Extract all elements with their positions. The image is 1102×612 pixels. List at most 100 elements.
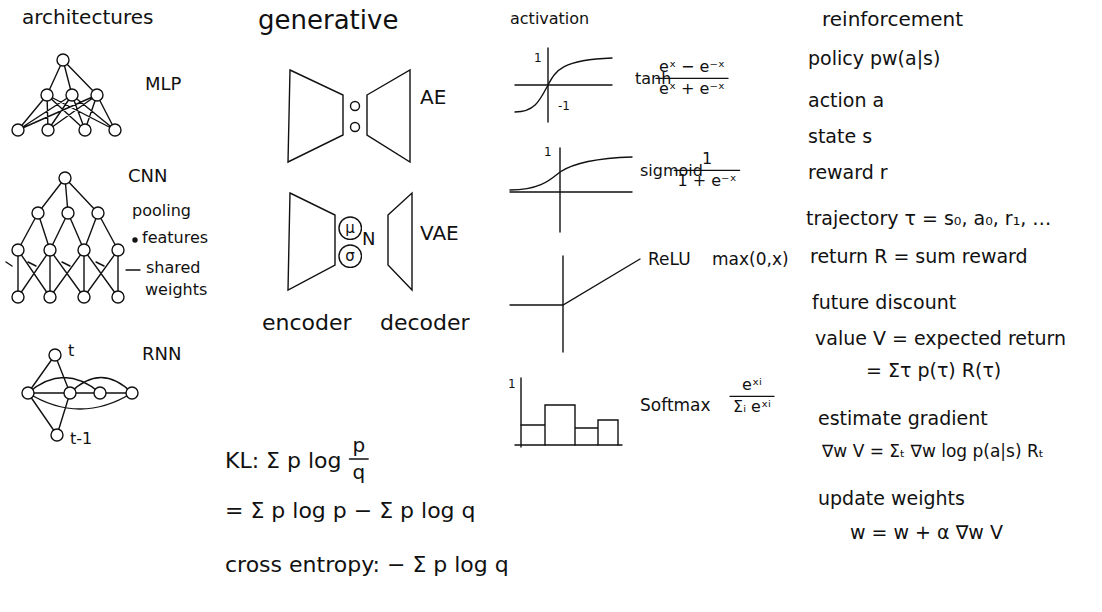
- rnn-graph: [126, 387, 138, 399]
- cnn-graph: [12, 244, 24, 256]
- note-label: estimate gradient: [818, 408, 988, 430]
- fraction-bar: [730, 396, 774, 397]
- fraction-bar: [349, 78, 773, 459]
- cnn-graph: [78, 244, 90, 256]
- note-label: weights: [145, 281, 207, 299]
- mlp-graph: [79, 124, 91, 136]
- note-label: eˣⁱ: [742, 376, 762, 394]
- note-label: eˣ − e⁻ˣ: [659, 58, 725, 76]
- note-label: update weights: [818, 488, 965, 510]
- note-label: VAE: [420, 222, 459, 245]
- note-label: value V = expected return: [815, 328, 1066, 350]
- cnn-graph: [112, 291, 124, 303]
- fraction-bar: [349, 458, 368, 459]
- vae-shape: [288, 193, 412, 290]
- sigmoid-plot: [510, 157, 632, 190]
- sigmoid-plot: [510, 148, 632, 232]
- note-label: trajectory τ = s₀, a₀, r₁, …: [806, 208, 1051, 230]
- rnn-graph: [22, 349, 138, 441]
- mlp-graph: [42, 124, 54, 136]
- note-label: policy pw(a|s): [808, 48, 940, 70]
- note-label: CNN: [128, 166, 168, 187]
- relu-plot: [510, 259, 640, 305]
- autoencoder-shape: [351, 123, 360, 132]
- cnn-graph: [12, 291, 24, 303]
- autoencoder-shape: [367, 70, 410, 162]
- mlp-graph: [18, 60, 115, 130]
- rnn-graph: [22, 349, 138, 441]
- relu-plot: [510, 256, 640, 352]
- cnn-graph: [6, 178, 118, 297]
- note-label: 1: [508, 378, 516, 392]
- mlp-graph: [109, 124, 121, 136]
- note-label: state s: [808, 126, 872, 148]
- note-label: w = w + α ∇w V: [850, 522, 1003, 544]
- note-label: action a: [808, 90, 884, 112]
- note-label: future discount: [812, 292, 956, 314]
- note-label: 1: [534, 52, 542, 66]
- note-label: reward r: [808, 162, 888, 184]
- cnn-graph: [32, 207, 44, 219]
- note-label: RNN: [142, 344, 181, 365]
- note-label: encoder: [262, 310, 352, 335]
- cnn-graph: [112, 244, 124, 256]
- note-label: architectures: [22, 6, 153, 29]
- cnn-graph: [12, 172, 124, 303]
- note-label: = Σ p log p − Σ p log q: [225, 498, 476, 523]
- latent-circle: μ: [338, 216, 363, 241]
- rnn-graph: [51, 429, 63, 441]
- mlp-graph: [12, 124, 24, 136]
- mlp-graph: [12, 54, 121, 136]
- note-label: t-1: [70, 430, 92, 448]
- note-label: ReLU: [648, 250, 691, 270]
- note-label: = Στ p(τ) R(τ): [866, 360, 1001, 382]
- mlp-graph: [66, 89, 78, 101]
- note-label: KL: Σ p log: [225, 448, 341, 473]
- softmax-bars: [515, 378, 622, 447]
- cnn-graph: [92, 207, 104, 219]
- mlp-graph: [57, 54, 69, 66]
- note-label: 1: [544, 146, 552, 160]
- rnn-graph: [22, 387, 34, 399]
- cnn-graph: [126, 269, 140, 270]
- circle-outline: [339, 217, 362, 240]
- note-label: pooling: [132, 202, 191, 220]
- note-label: reinforcement: [822, 8, 963, 31]
- cnn-graph: [6, 172, 140, 303]
- rnn-graph: [94, 387, 106, 399]
- cnn-graph: [62, 207, 74, 219]
- note-label: q: [352, 461, 365, 484]
- note-label: -1: [558, 100, 570, 114]
- cnn-graph: [78, 291, 90, 303]
- cnn-graph: [44, 244, 56, 256]
- note-label: max(0,x): [712, 250, 789, 270]
- tanh-plot: [515, 48, 612, 122]
- vae-shape: [388, 193, 412, 290]
- softmax-bars: [521, 405, 618, 445]
- note-label: Softmax: [640, 396, 711, 416]
- note-label: eˣ + e⁻ˣ: [659, 80, 725, 98]
- rnn-graph: [49, 349, 61, 361]
- sigmoid-plot: [510, 148, 632, 232]
- note-label: AE: [420, 86, 446, 109]
- cnn-graph: [44, 291, 56, 303]
- cnn-graph: [133, 238, 137, 242]
- autoencoder-shape: [288, 70, 343, 162]
- note-label: p: [352, 434, 365, 457]
- autoencoder-shape: [288, 70, 410, 162]
- circle-outline: [339, 245, 362, 268]
- mlp-graph: [91, 89, 103, 101]
- rnn-graph: [28, 355, 132, 435]
- mlp-graph: [12, 54, 121, 136]
- latent-symbol: μ: [345, 220, 355, 237]
- note-label: 1: [702, 150, 712, 168]
- note-label: MLP: [145, 74, 181, 95]
- note-label: N: [362, 229, 375, 250]
- note-label: cross entropy: − Σ p log q: [225, 552, 509, 577]
- mlp-graph: [41, 89, 53, 101]
- note-label: activation: [510, 10, 589, 28]
- note-label: Σᵢ eˣⁱ: [733, 398, 771, 416]
- note-label: ∇w V = Σₜ ∇w log p(a|s) Rₜ: [822, 442, 1044, 462]
- note-label: decoder: [380, 310, 470, 335]
- rnn-graph: [64, 387, 76, 399]
